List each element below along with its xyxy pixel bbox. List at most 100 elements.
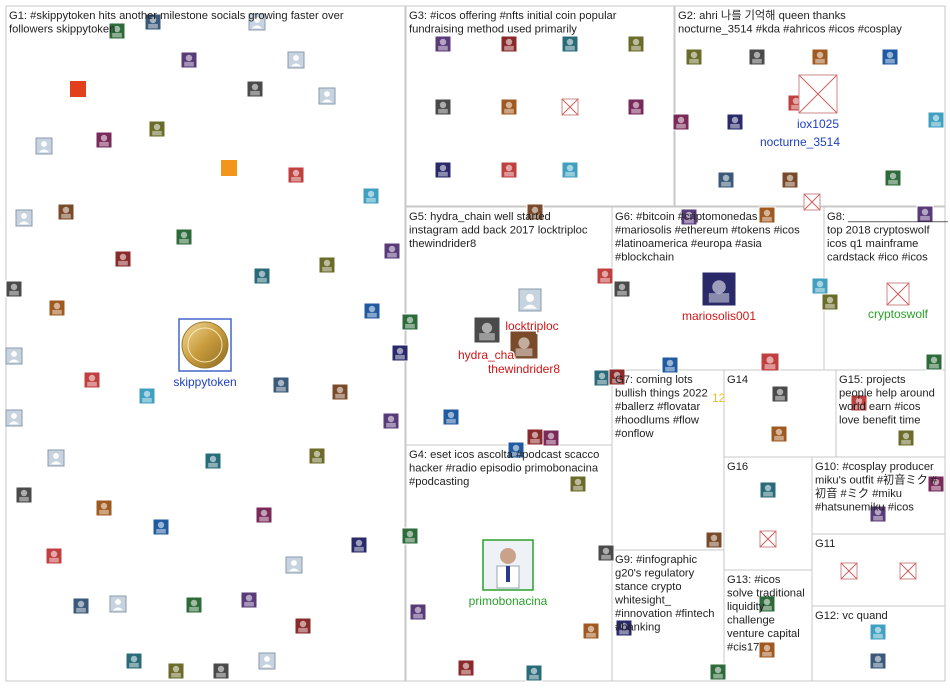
user-node-g1-50[interactable] <box>258 652 276 670</box>
user-node-g3-8[interactable] <box>434 161 452 179</box>
user-node-g1-21[interactable] <box>5 280 23 298</box>
hydra-chain-hub-node[interactable] <box>473 316 501 344</box>
user-node-g6-2[interactable] <box>613 280 631 298</box>
user-node-g3-7[interactable] <box>627 98 645 116</box>
user-node-g4-1[interactable] <box>409 603 427 621</box>
user-node-g5-1[interactable] <box>442 408 460 426</box>
user-node-g3-3[interactable] <box>627 35 645 53</box>
user-node-g8-1[interactable] <box>811 277 829 295</box>
user-node-g1-0[interactable] <box>144 13 162 31</box>
locktriploc-hub-node[interactable] <box>518 288 542 312</box>
user-node-g12-1[interactable] <box>869 652 887 670</box>
user-node-g1-9[interactable] <box>35 137 53 155</box>
user-node-g2-7[interactable] <box>927 111 945 129</box>
user-node-g1-4[interactable] <box>287 51 305 69</box>
user-node-g1-20[interactable] <box>318 256 336 274</box>
user-node-g1-19[interactable] <box>253 267 271 285</box>
user-node-g1-47[interactable] <box>125 652 143 670</box>
user-node-g1-16[interactable] <box>175 228 193 246</box>
user-node-g2-0[interactable] <box>685 48 703 66</box>
user-node-g1-6[interactable] <box>148 120 166 138</box>
user-node-g1-42[interactable] <box>72 597 90 615</box>
user-node-g1-23[interactable] <box>363 302 381 320</box>
user-node-g1-8[interactable] <box>318 87 336 105</box>
user-node-g2-8[interactable] <box>717 171 735 189</box>
user-node-g3-4[interactable] <box>434 98 452 116</box>
user-node-g1-46[interactable] <box>294 617 312 635</box>
user-node-g11-0[interactable] <box>840 562 858 580</box>
user-node-g2-5[interactable] <box>726 113 744 131</box>
cryptoswolf-hub-node[interactable] <box>886 282 910 306</box>
user-node-g6-1[interactable] <box>758 206 776 224</box>
user-node-g2-11[interactable] <box>803 193 821 211</box>
user-node-g1-7[interactable] <box>246 80 264 98</box>
user-node-g3-0[interactable] <box>434 35 452 53</box>
user-node-g10-0[interactable] <box>927 475 945 493</box>
user-node-g5-3[interactable] <box>596 267 614 285</box>
user-node-g4-2[interactable] <box>457 659 475 677</box>
user-node-g16-1[interactable] <box>759 530 777 548</box>
user-node-g15-1[interactable] <box>897 429 915 447</box>
badge-node-a[interactable] <box>70 81 86 97</box>
user-node-g6-0[interactable] <box>680 208 698 226</box>
user-node-g1-27[interactable] <box>138 387 156 405</box>
mariosolis001-hub-node[interactable] <box>701 271 737 307</box>
user-node-g1-1[interactable] <box>248 13 266 31</box>
user-node-g15-0[interactable] <box>850 394 868 412</box>
user-node-g3-10[interactable] <box>561 161 579 179</box>
user-node-g2-9[interactable] <box>781 171 799 189</box>
user-node-g7-2[interactable] <box>705 531 723 549</box>
user-node-g3-9[interactable] <box>500 161 518 179</box>
user-node-g2-1[interactable] <box>748 48 766 66</box>
user-node-g5-2[interactable] <box>526 428 544 446</box>
user-node-g3-1[interactable] <box>500 35 518 53</box>
user-node-g1-33[interactable] <box>204 452 222 470</box>
user-node-g1-22[interactable] <box>48 299 66 317</box>
user-node-g1-2[interactable] <box>108 22 126 40</box>
user-node-g4-3[interactable] <box>525 664 543 682</box>
user-node-g3-2[interactable] <box>561 35 579 53</box>
user-node-g1-31[interactable] <box>382 412 400 430</box>
user-node-g12-0[interactable] <box>869 623 887 641</box>
user-node-g9-1[interactable] <box>709 663 727 681</box>
user-node-g5-0[interactable] <box>401 313 419 331</box>
user-node-g1-37[interactable] <box>152 518 170 536</box>
user-node-g7-1[interactable] <box>661 356 679 374</box>
user-node-g1-43[interactable] <box>109 595 127 613</box>
user-node-g4-8[interactable] <box>542 429 560 447</box>
user-node-g1-15[interactable] <box>57 203 75 221</box>
user-node-g8-2[interactable] <box>821 293 839 311</box>
user-node-g13-0[interactable] <box>758 595 776 613</box>
iox1025-hub-node[interactable] <box>798 74 838 114</box>
user-node-g4-4[interactable] <box>569 475 587 493</box>
user-node-g1-24[interactable] <box>5 347 23 365</box>
user-node-g3-6[interactable] <box>561 98 579 116</box>
user-node-g1-30[interactable] <box>5 409 23 427</box>
user-node-g1-3[interactable] <box>180 51 198 69</box>
user-node-g2-10[interactable] <box>884 169 902 187</box>
user-node-g10-1[interactable] <box>869 505 887 523</box>
user-node-g4-6[interactable] <box>582 622 600 640</box>
user-node-g6-3[interactable] <box>760 352 780 372</box>
user-node-g2-3[interactable] <box>881 48 899 66</box>
user-node-g3-5[interactable] <box>500 98 518 116</box>
user-node-g1-39[interactable] <box>350 536 368 554</box>
user-node-g5-4[interactable] <box>593 369 611 387</box>
user-node-g1-45[interactable] <box>240 591 258 609</box>
user-node-g1-10[interactable] <box>95 131 113 149</box>
thewindrider8-hub-node[interactable] <box>509 330 539 360</box>
bitcoin-icon[interactable] <box>221 160 237 176</box>
user-node-g7-0[interactable] <box>608 368 626 386</box>
user-node-g1-49[interactable] <box>212 662 230 680</box>
user-node-g9-0[interactable] <box>615 619 633 637</box>
user-node-g1-38[interactable] <box>255 506 273 524</box>
user-node-g1-17[interactable] <box>383 242 401 260</box>
user-node-g1-36[interactable] <box>95 499 113 517</box>
user-node-g1-18[interactable] <box>114 250 132 268</box>
user-node-g5-5[interactable] <box>526 203 544 221</box>
user-node-g2-4[interactable] <box>672 113 690 131</box>
user-node-g14-1[interactable] <box>770 425 788 443</box>
user-node-g1-26[interactable] <box>83 371 101 389</box>
user-node-g1-40[interactable] <box>45 547 63 565</box>
user-node-g13-1[interactable] <box>758 641 776 659</box>
